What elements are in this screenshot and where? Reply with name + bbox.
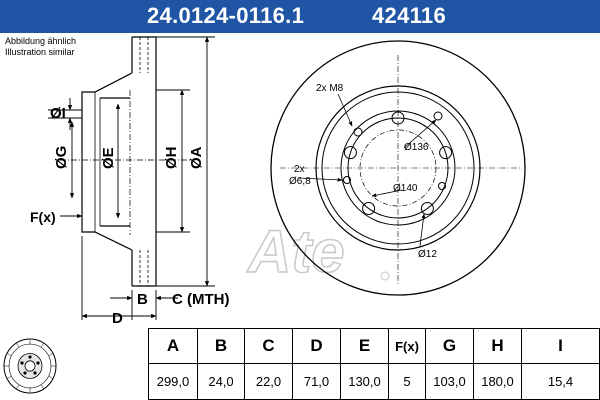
value-a: 299,0	[149, 364, 198, 399]
header-a: A	[149, 329, 198, 364]
value-c: 22,0	[245, 364, 293, 399]
note-line-1: Abbildung ähnlich	[5, 36, 77, 46]
label-bolt-m8: 2x M8	[316, 83, 344, 94]
header-b: B	[198, 329, 245, 364]
part-number: 24.0124-0116.1	[147, 3, 305, 28]
header-d: D	[293, 329, 341, 364]
ate-logo-watermark: Ate	[245, 217, 390, 286]
header-bar: 24.0124-0116.1 424116	[0, 0, 600, 33]
note-line-2: Illustration similar	[5, 47, 75, 57]
front-view-leaders	[297, 93, 437, 247]
label-dim-i: ØI	[50, 105, 66, 122]
label-pcd-136: Ø136	[404, 142, 429, 153]
label-dim-g: ØG	[53, 146, 70, 169]
value-d: 71,0	[293, 364, 341, 399]
front-view-labels: 2x M8 2x Ø6,8 Ø136 Ø140 Ø12	[289, 83, 437, 260]
header-c: C	[245, 329, 293, 364]
spec-table: A B C D E F(x) G H I 299,0 24,0 22,0 71,…	[0, 328, 600, 400]
header-g: G	[426, 329, 474, 364]
label-hole-dia: Ø6,8	[289, 176, 311, 187]
technical-drawing: Ate	[30, 36, 526, 327]
reference-number: 424116	[372, 3, 446, 28]
label-dim-f: F(x)	[30, 209, 56, 225]
value-i: 15,4	[547, 374, 574, 389]
value-g: 103,0	[426, 364, 474, 399]
side-view-dimensions	[48, 36, 215, 320]
disc-cross-section	[60, 36, 190, 287]
label-dim-h: ØH	[163, 147, 180, 170]
label-dim-c: C (MTH)	[172, 291, 229, 308]
label-hole-qty: 2x	[294, 164, 305, 175]
label-hole-12: Ø12	[418, 249, 437, 260]
label-dim-d: D	[112, 310, 123, 327]
value-h: 180,0	[474, 364, 522, 399]
disc-front-view	[270, 40, 526, 296]
label-dim-b: B	[137, 291, 148, 308]
header-f: F(x)	[389, 329, 426, 364]
label-pcd-140: Ø140	[393, 183, 418, 194]
value-f: 5	[389, 364, 426, 399]
label-dim-a: ØA	[188, 146, 205, 169]
value-b: 24,0	[198, 364, 245, 399]
header-e: E	[341, 329, 389, 364]
header-i: I	[522, 329, 599, 364]
header-h: H	[474, 329, 522, 364]
spec-grid: A B C D E F(x) G H I 299,0 24,0 22,0 71,…	[148, 328, 600, 400]
side-view-labels: ØI ØG ØE ØH ØA F(x) B C (MTH) D	[30, 105, 229, 327]
label-dim-e: ØE	[100, 147, 117, 169]
value-e: 130,0	[341, 364, 389, 399]
disc-thumbnail-icon	[3, 338, 57, 394]
